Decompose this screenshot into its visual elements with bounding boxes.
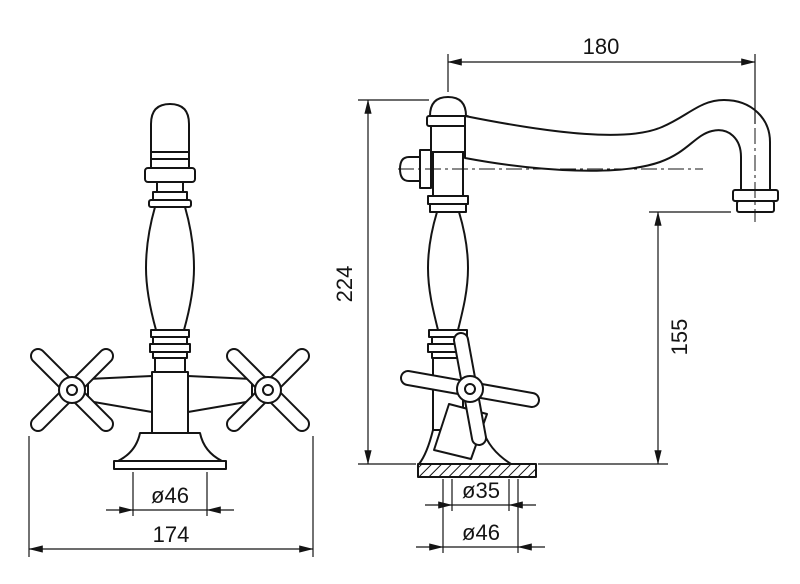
dim-label-reach: 180 xyxy=(583,34,620,59)
extension-lines xyxy=(442,479,519,553)
column-ring xyxy=(150,329,190,338)
dimension-front-base-diameter: ø46 xyxy=(106,472,234,516)
dim-label-hole-diameter: ø35 xyxy=(462,478,500,503)
column-baluster xyxy=(427,211,469,331)
deck-hatching xyxy=(418,464,536,477)
column-collar xyxy=(429,203,467,213)
spout-end-flange xyxy=(144,167,196,183)
handle-screw xyxy=(66,384,78,396)
dimension-overall-width: 174 xyxy=(28,436,314,557)
dimension-reach: 180 xyxy=(447,34,756,124)
valve-body xyxy=(151,371,189,434)
cross-handle-right xyxy=(226,348,310,432)
dim-label-side-base-diameter: ø46 xyxy=(462,520,500,545)
extension-lines xyxy=(538,211,731,465)
handle-screw xyxy=(464,383,476,395)
dimension-height: 224 xyxy=(332,99,429,465)
cap-ring xyxy=(426,115,470,127)
base-flare xyxy=(117,432,223,462)
cross-handle-side xyxy=(400,332,540,446)
column-ring xyxy=(148,199,192,208)
cap-dome xyxy=(429,96,467,117)
column-neck xyxy=(154,357,186,373)
dim-label-overall-width: 174 xyxy=(153,522,190,547)
column-collar xyxy=(152,191,188,201)
base-lip xyxy=(113,460,227,470)
cross-handle-left xyxy=(30,348,114,432)
column-upper xyxy=(432,151,464,197)
front-view xyxy=(30,103,310,470)
dim-label-front-base-diameter: ø46 xyxy=(151,483,189,508)
dimension-hole-diameter: ø35 xyxy=(425,478,536,511)
extension-lines xyxy=(28,436,314,557)
column-ring xyxy=(152,336,188,345)
dimension-spout-height: 155 xyxy=(538,211,731,465)
dim-label-spout-height: 155 xyxy=(667,319,692,356)
column-baluster xyxy=(145,206,195,331)
spout-end-ring-lines xyxy=(151,151,189,160)
handle-screw xyxy=(262,384,274,396)
spout-neck xyxy=(156,181,184,193)
upper-neck xyxy=(430,125,466,153)
column-ring xyxy=(149,343,191,353)
extension-lines xyxy=(358,99,429,465)
side-view xyxy=(398,96,779,478)
column-collar xyxy=(427,195,469,205)
spout-outline xyxy=(464,99,771,191)
dim-label-height: 224 xyxy=(332,266,357,303)
dimension-side-base-diameter: ø46 xyxy=(416,479,545,553)
